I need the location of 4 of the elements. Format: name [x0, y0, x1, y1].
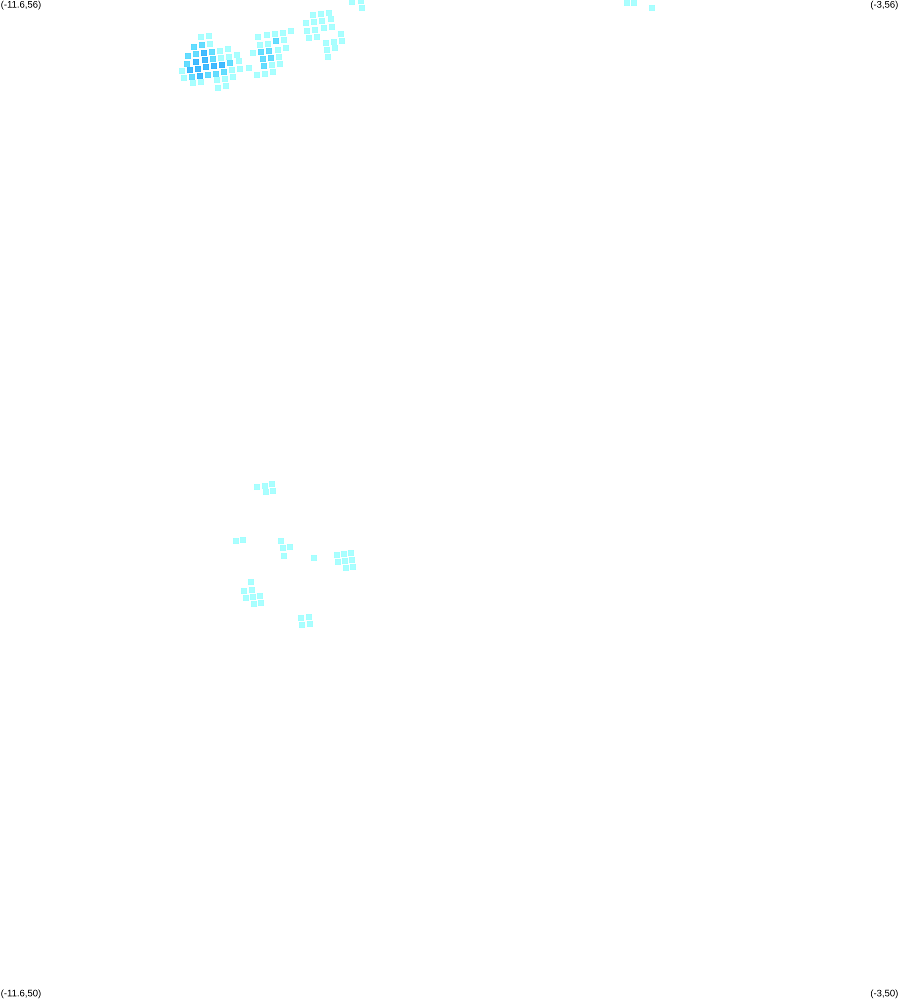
coordinate-label: (-11.6,56) [1, 0, 41, 10]
coordinate-label: (-3,50) [870, 989, 898, 998]
coordinate-label: (-11.6,50) [1, 989, 41, 998]
coordinate-label: (-3,56) [870, 0, 898, 10]
